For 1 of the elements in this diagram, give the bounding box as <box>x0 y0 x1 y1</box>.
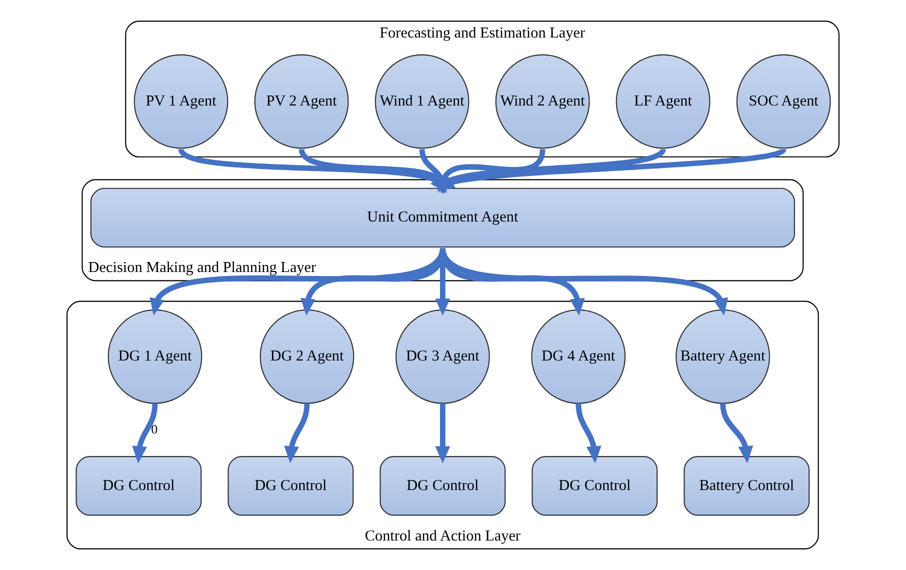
edge-label: 0 <box>151 421 158 436</box>
